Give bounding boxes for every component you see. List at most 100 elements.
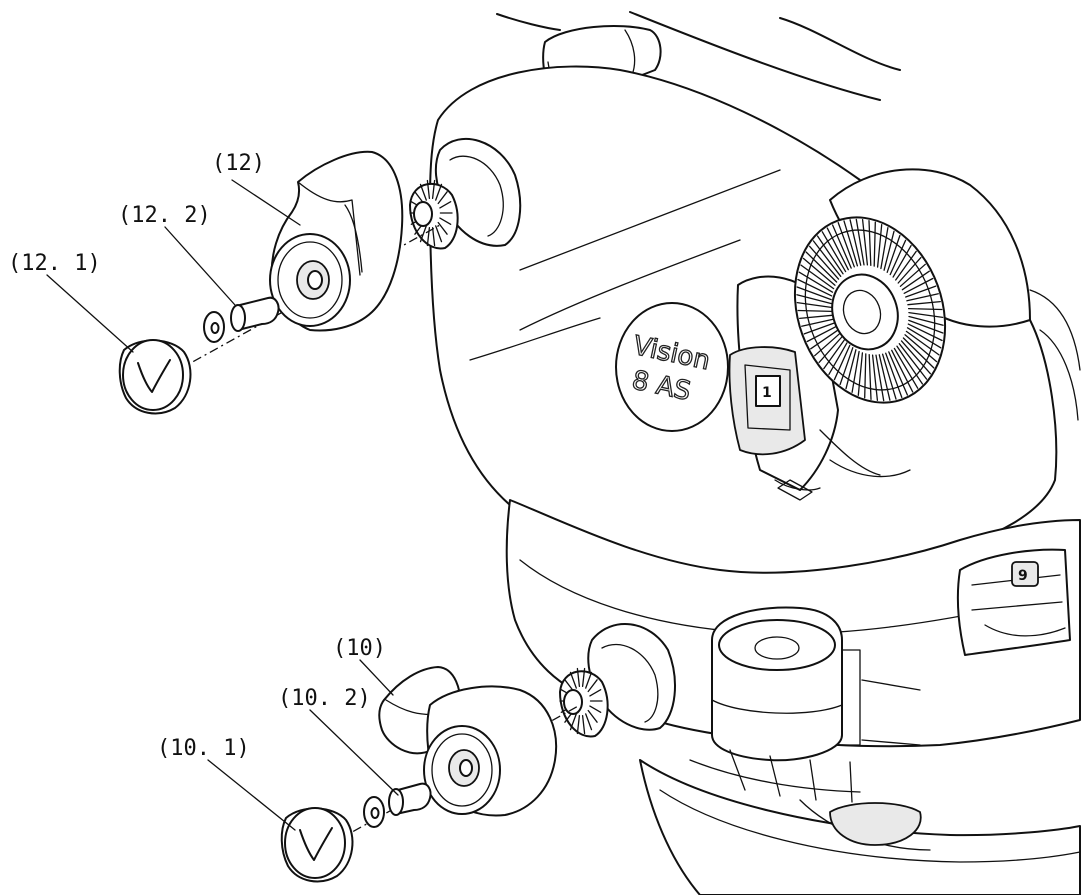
ridge-line bbox=[886, 234, 901, 273]
ridge-line bbox=[908, 315, 944, 326]
label-part-10-2: (10. 2) bbox=[278, 686, 371, 711]
ridge-line bbox=[798, 271, 834, 293]
ridge-line bbox=[805, 251, 838, 283]
ridge-line bbox=[907, 323, 943, 342]
ridge-line bbox=[569, 671, 577, 689]
ridge-line bbox=[880, 227, 889, 270]
ridge-line bbox=[576, 667, 581, 688]
ridge-line bbox=[818, 336, 843, 364]
ridge-line bbox=[906, 327, 942, 349]
ridge-line bbox=[891, 349, 914, 393]
ridge-line bbox=[864, 353, 867, 399]
ridge-line bbox=[857, 352, 864, 396]
ridge-line bbox=[821, 231, 847, 273]
ridge-line bbox=[837, 221, 855, 268]
lower-knob-10 bbox=[378, 666, 557, 817]
ridge-line bbox=[806, 326, 837, 343]
ridge-line bbox=[868, 220, 872, 266]
ridge-line bbox=[419, 183, 427, 201]
ridge-line bbox=[435, 225, 443, 243]
ridge-line bbox=[888, 351, 909, 396]
ridge-line bbox=[808, 245, 840, 280]
leader-lines bbox=[46, 179, 399, 831]
ridge-line bbox=[810, 329, 839, 350]
ridge-line bbox=[843, 220, 859, 267]
ridge-line bbox=[587, 709, 598, 723]
ridge-line bbox=[897, 256, 922, 284]
ridge-line bbox=[585, 671, 593, 689]
ridge-line bbox=[899, 263, 926, 287]
ridge-line bbox=[823, 339, 845, 370]
ridge-line bbox=[576, 714, 581, 735]
ridge-line bbox=[881, 353, 897, 400]
ridge-line bbox=[426, 179, 431, 200]
ridge-line bbox=[589, 689, 602, 697]
brand-badge: Vision 8 AS bbox=[615, 302, 729, 432]
ridge-line bbox=[437, 191, 448, 205]
ridge-line bbox=[812, 240, 842, 277]
ridge-line bbox=[435, 183, 443, 201]
ridge-line bbox=[849, 219, 862, 266]
ridge-line bbox=[876, 224, 883, 268]
ridge-line bbox=[905, 330, 940, 356]
ridge-line bbox=[893, 347, 919, 389]
ridge-line bbox=[907, 300, 941, 306]
upper-cap-12-1 bbox=[118, 339, 192, 415]
ridge-line bbox=[895, 250, 917, 281]
label-part-10-1: (10. 1) bbox=[157, 736, 250, 761]
ridge-line bbox=[797, 278, 833, 297]
v-mark-icon bbox=[137, 359, 171, 393]
upper-screw-12-2 bbox=[203, 296, 280, 343]
serrated-dial bbox=[793, 216, 947, 404]
ridge-line bbox=[796, 294, 832, 305]
ridge-line bbox=[569, 713, 577, 731]
label-part-12-2: (12. 2) bbox=[118, 203, 211, 228]
ridge-line bbox=[903, 277, 934, 294]
ridge-line bbox=[799, 314, 833, 320]
ridge-line bbox=[905, 285, 937, 298]
ridge-line bbox=[908, 311, 944, 319]
ridge-line bbox=[902, 337, 935, 369]
label-part-12-1: (12. 1) bbox=[8, 251, 101, 276]
ridge-line bbox=[801, 318, 834, 327]
ridge-line bbox=[439, 201, 452, 209]
ridge-line bbox=[898, 343, 928, 380]
upper-knob-12 bbox=[269, 150, 404, 332]
lower-knurled-shaft bbox=[559, 623, 676, 738]
lower-cap-10-1 bbox=[280, 807, 354, 883]
ridge-line bbox=[906, 293, 939, 302]
ridge-line bbox=[873, 221, 876, 267]
ridge-line bbox=[803, 322, 835, 335]
ridge-line bbox=[901, 270, 930, 291]
ridge-line bbox=[431, 226, 436, 247]
upper-knurled-shaft bbox=[409, 137, 522, 250]
ridge-line bbox=[883, 230, 895, 271]
ridge-line bbox=[796, 301, 832, 309]
ridge-line bbox=[816, 235, 844, 275]
ridge-line bbox=[871, 354, 879, 401]
ridge-line bbox=[885, 352, 903, 399]
ridge-line bbox=[419, 225, 427, 243]
ridge-line bbox=[851, 350, 860, 393]
ridge-line bbox=[814, 333, 841, 357]
ridge-line bbox=[904, 334, 938, 363]
ridge-line bbox=[431, 179, 436, 200]
ridge-line bbox=[868, 354, 872, 400]
ridge-line bbox=[587, 679, 598, 693]
callout-labels: (12) (12. 2) (12. 1) (10) (10. 2) (10. 1… bbox=[8, 151, 386, 761]
ridge-line bbox=[896, 345, 924, 385]
side-marker-number: 9 bbox=[1018, 568, 1028, 584]
ridge-line bbox=[889, 239, 907, 276]
ridge-line bbox=[892, 244, 912, 278]
v-mark-icon bbox=[299, 827, 333, 861]
device-housing: 9 bbox=[429, 11, 1081, 895]
ridge-line bbox=[833, 344, 851, 381]
lever-marker-number: 1 bbox=[762, 385, 772, 401]
ridge-line bbox=[908, 319, 944, 334]
ridge-line bbox=[589, 705, 602, 713]
ridge-line bbox=[585, 713, 593, 731]
ridge-line bbox=[839, 347, 854, 386]
ridge-line bbox=[875, 354, 885, 402]
ridge-line bbox=[831, 224, 852, 269]
ridge-line bbox=[800, 264, 835, 290]
